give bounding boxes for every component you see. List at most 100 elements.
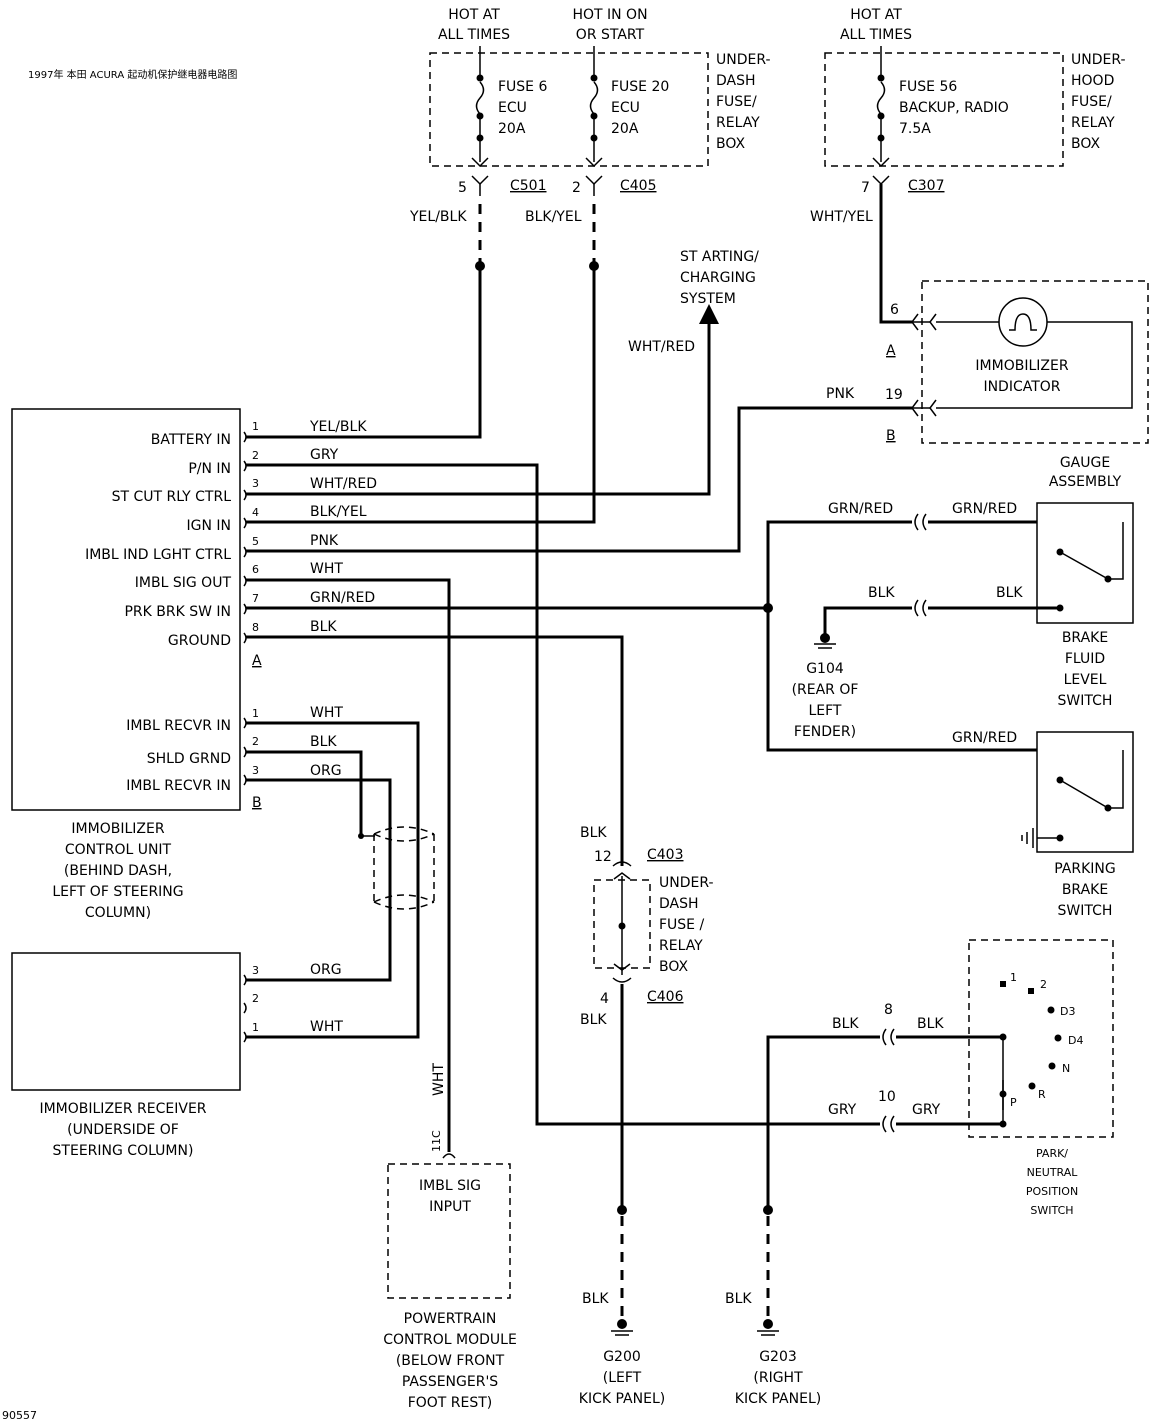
svg-text:8: 8 <box>884 1002 893 1018</box>
pin-name-ign-in: IGN IN <box>186 518 231 534</box>
svg-text:BRAKE: BRAKE <box>1062 630 1108 646</box>
wire-org-receiver <box>246 778 392 982</box>
svg-text:FUSE 6: FUSE 6 <box>498 79 547 95</box>
wire-pnk <box>246 406 912 553</box>
g104-label: G104 (REAR OF LEFT FENDER) <box>792 661 859 740</box>
c406-connector-label: C406 <box>647 989 684 1005</box>
svg-text:IMMOBILIZER: IMMOBILIZER <box>71 821 164 837</box>
svg-text:2: 2 <box>1040 978 1047 991</box>
svg-text:(RIGHT: (RIGHT <box>753 1370 803 1386</box>
hot-labels: HOT AT ALL TIMES HOT IN ON OR START HOT … <box>438 7 912 43</box>
svg-text:CHARGING: CHARGING <box>680 270 756 286</box>
wire-label-blk-c406: BLK <box>580 1012 607 1028</box>
svg-text:P: P <box>1010 1096 1017 1109</box>
svg-text:LEFT OF STEERING: LEFT OF STEERING <box>52 884 183 900</box>
svg-text:POWERTRAIN: POWERTRAIN <box>404 1311 497 1327</box>
wire-label-yel-blk-top: YEL/BLK <box>409 209 467 225</box>
fuse-56: FUSE 56 BACKUP, RADIO 7.5A <box>876 46 1009 162</box>
underdash-fuse-box-label: UNDER- DASH FUSE/ RELAY BOX <box>716 52 771 152</box>
svg-text:C501: C501 <box>510 178 547 194</box>
immobilizer-indicator-bulb-icon <box>998 297 1048 347</box>
wire-wht-imbl-sig <box>246 578 451 1152</box>
pin-name-ground: GROUND <box>168 633 231 649</box>
control-unit-pins-b: IMBL RECVR IN SHLD GRND IMBL RECVR IN 1 … <box>126 705 343 811</box>
pin-name-pn-in: P/N IN <box>188 461 231 477</box>
wire-label-blk-g200: BLK <box>582 1291 609 1307</box>
svg-text:8: 8 <box>252 621 259 634</box>
connector-pnp-10: 10 <box>878 1089 896 1133</box>
c406-pin-4: 4 <box>600 991 609 1007</box>
svg-text:UNDER-: UNDER- <box>1071 52 1126 68</box>
svg-text:1: 1 <box>252 707 259 720</box>
svg-text:G203: G203 <box>759 1349 797 1365</box>
svg-text:KICK PANEL): KICK PANEL) <box>735 1391 821 1407</box>
svg-text:BRAKE: BRAKE <box>1062 882 1108 898</box>
connector-g104 <box>914 599 927 617</box>
wire-label-blk-yel-top: BLK/YEL <box>525 209 582 225</box>
svg-text:DASH: DASH <box>659 896 699 912</box>
svg-text:FUSE /: FUSE / <box>659 917 704 933</box>
wire-grn-red-to-gauge <box>766 520 912 608</box>
svg-text:PARKING: PARKING <box>1054 861 1115 877</box>
svg-text:FUSE 56: FUSE 56 <box>899 79 957 95</box>
wire-label-pnk: PNK <box>310 533 339 549</box>
connector-gauge-grn-red <box>914 513 1037 531</box>
svg-text:ECU: ECU <box>498 100 527 116</box>
parking-brake-switch-icon <box>1021 750 1124 848</box>
svg-text:(BEHIND DASH,: (BEHIND DASH, <box>64 863 172 879</box>
shield-cable <box>358 826 435 910</box>
svg-text:C307: C307 <box>908 178 945 194</box>
fuse-6: FUSE 6 ECU 20A <box>475 46 547 162</box>
svg-text:BACKUP, RADIO: BACKUP, RADIO <box>899 100 1009 116</box>
control-unit-pins-a: BATTERY IN P/N IN ST CUT RLY CTRL IGN IN… <box>85 419 377 669</box>
brake-fluid-switch-box <box>1036 502 1134 624</box>
svg-text:5: 5 <box>458 180 467 196</box>
diagram-title: 1997年 本田 ACURA 起动机保护继电器电路图 <box>28 68 237 81</box>
svg-text:B: B <box>886 428 896 444</box>
receiver-pins: 3 2 1 ORG WHT <box>243 962 343 1043</box>
svg-text:R: R <box>1038 1088 1046 1101</box>
wire-label-wht-yel: WHT/YEL <box>810 209 873 225</box>
svg-text:UNDER-: UNDER- <box>716 52 771 68</box>
starting-system-arrow <box>699 304 719 324</box>
c403-pin-12: 12 <box>594 849 612 865</box>
svg-text:KICK PANEL): KICK PANEL) <box>579 1391 665 1407</box>
svg-text:BOX: BOX <box>659 959 688 975</box>
svg-text:2: 2 <box>252 992 259 1005</box>
svg-text:1: 1 <box>252 420 259 433</box>
underhood-fuse-box-label: UNDER- HOOD FUSE/ RELAY BOX <box>1071 52 1126 152</box>
svg-text:(BELOW FRONT: (BELOW FRONT <box>396 1353 505 1369</box>
svg-text:ASSEMBLY: ASSEMBLY <box>1049 474 1122 490</box>
svg-text:3: 3 <box>252 764 259 777</box>
pin-name-st-cut-rly-ctrl: ST CUT RLY CTRL <box>112 489 232 505</box>
svg-text:ORG: ORG <box>310 763 342 779</box>
pcm-box-label: IMBL SIG INPUT <box>419 1178 481 1215</box>
wire-wht-receiver <box>246 721 420 1039</box>
svg-text:SWITCH: SWITCH <box>1030 1204 1073 1217</box>
connector-indicator-a: 6 A <box>886 302 937 359</box>
svg-text:ST ARTING/: ST ARTING/ <box>680 249 759 265</box>
svg-text:IMMOBILIZER: IMMOBILIZER <box>975 358 1068 374</box>
wire-label-blk-g104-right: BLK <box>996 585 1023 601</box>
svg-text:BOX: BOX <box>1071 136 1100 152</box>
hot-always-2-line2: ALL TIMES <box>840 27 912 43</box>
connector-c307: 7 C307 <box>861 157 945 196</box>
hot-on-start-line2: OR START <box>576 27 645 43</box>
pcm-label: POWERTRAIN CONTROL MODULE (BELOW FRONT P… <box>383 1311 517 1411</box>
svg-text:2: 2 <box>252 735 259 748</box>
svg-text:6: 6 <box>252 563 259 576</box>
svg-text:N: N <box>1062 1062 1070 1075</box>
g203-label: G203 (RIGHT KICK PANEL) <box>735 1349 821 1407</box>
svg-text:A: A <box>886 343 896 359</box>
svg-text:19: 19 <box>885 387 903 403</box>
svg-text:CONTROL MODULE: CONTROL MODULE <box>383 1332 517 1348</box>
connector-indicator-b: 19 B <box>885 387 937 444</box>
svg-text:10: 10 <box>878 1089 896 1105</box>
wire-label-blk-pnp-right: BLK <box>917 1016 944 1032</box>
hot-always-1-line1: HOT AT <box>448 7 500 23</box>
control-unit-label: IMMOBILIZER CONTROL UNIT (BEHIND DASH, L… <box>52 821 183 921</box>
wire-label-grn-red: GRN/RED <box>310 590 375 606</box>
wire-blk-yel <box>246 266 596 524</box>
wire-label-blk-c403: BLK <box>580 825 607 841</box>
